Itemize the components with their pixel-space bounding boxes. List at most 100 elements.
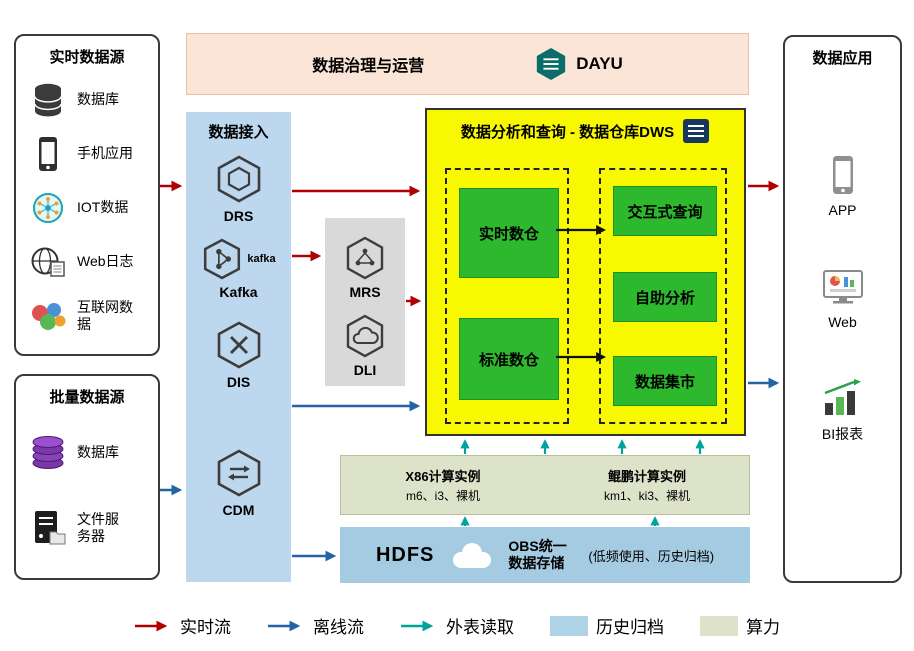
dws-header: 数据分析和查询 - 数据仓库DWS (427, 118, 744, 144)
data-mart: 数据集市 (613, 356, 717, 406)
dayu-product: DAYU (534, 46, 623, 82)
bi-chart-icon (821, 379, 865, 417)
obs-note: (低频使用、历史归档) (588, 548, 715, 564)
self-service-analysis: 自助分析 (613, 272, 717, 322)
source-item-iot: IOT数据 (16, 181, 158, 235)
standard-warehouse: 标准数仓 (459, 318, 559, 400)
obs-title: OBS统一数据存储 (508, 537, 567, 572)
source-item-label: 文件服务器 (77, 510, 119, 545)
x86-compute: X86计算实例 m6、i3、裸机 (341, 456, 545, 514)
web-log-icon (29, 246, 67, 278)
dis-icon (215, 320, 263, 370)
hdfs-label: HDFS (375, 543, 435, 566)
internet-data-icon (29, 301, 67, 331)
source-item-label: 手机应用 (77, 145, 133, 162)
source-item-label: 数据库 (77, 91, 119, 108)
compute-box: X86计算实例 m6、i3、裸机 鲲鹏计算实例 km1、ki3、裸机 (340, 455, 750, 515)
source-item-database: 数据库 (16, 73, 158, 127)
iot-icon (29, 191, 67, 225)
web-item: Web (785, 269, 900, 330)
x86-title: X86计算实例 (405, 469, 481, 484)
database-purple-icon (29, 435, 67, 471)
source-item-mobile: 手机应用 (16, 127, 158, 181)
legend-offline: 离线流 (267, 613, 364, 638)
legend-archive-swatch (550, 615, 588, 636)
realtime-sources-box: 实时数据源 数据库 手机应用 IOT数据 (14, 34, 160, 356)
batch-sources-title: 批量数据源 (49, 389, 125, 406)
dws-doc-icon (682, 118, 710, 144)
realtime-warehouse: 实时数仓 (459, 188, 559, 278)
source-item-fileserver: 文件服务器 (16, 489, 158, 567)
kunpeng-title: 鲲鹏计算实例 (607, 469, 686, 484)
bi-item: BI报表 (785, 379, 900, 444)
legend-archive-label: 历史归档 (596, 618, 664, 637)
drs-icon (215, 154, 263, 204)
legend-offline-arrow-icon (268, 620, 301, 631)
dws-service-group: 交互式查询 自助分析 数据集市 (599, 168, 727, 424)
obs-cloud-icon (448, 540, 494, 570)
ingestion-title: 数据接入 (208, 124, 269, 141)
governance-title: 数据治理与运营 (312, 58, 425, 75)
x86-subtitle: m6、i3、裸机 (405, 489, 480, 503)
mrs-label: MRS (349, 284, 381, 300)
realtime-warehouse-label: 实时数仓 (478, 225, 539, 243)
kafka-wordmark: kafka (247, 253, 276, 265)
kunpeng-subtitle: km1、ki3、裸机 (603, 489, 690, 503)
kafka-icon: kafka (201, 238, 276, 280)
dayu-icon (534, 46, 568, 82)
dws-title: 数据分析和查询 - 数据仓库DWS (460, 123, 675, 141)
service-dli: DLI (325, 314, 405, 378)
legend-offline-label: 离线流 (313, 618, 364, 637)
engines-box: MRS DLI (325, 218, 405, 386)
legend-compute-label: 算力 (746, 618, 780, 637)
source-item-label: Web日志 (77, 253, 134, 270)
interactive-query-label: 交互式查询 (627, 203, 703, 221)
database-icon (29, 82, 67, 118)
self-service-analysis-label: 自助分析 (634, 289, 695, 307)
legend-realtime: 实时流 (134, 613, 231, 638)
source-item-label: IOT数据 (77, 199, 129, 216)
standard-warehouse-label: 标准数仓 (478, 351, 539, 369)
service-kafka: kafka Kafka (186, 238, 291, 300)
bi-label: BI报表 (821, 426, 864, 442)
service-dis: DIS (186, 320, 291, 390)
mrs-icon (344, 236, 386, 280)
dis-label: DIS (226, 374, 251, 390)
drs-label: DRS (223, 208, 254, 224)
legend-external-arrow-icon (401, 620, 434, 631)
source-item-weblog: Web日志 (16, 235, 158, 289)
web-label: Web (828, 314, 857, 330)
dli-icon (344, 314, 386, 358)
legend-realtime-label: 实时流 (180, 618, 231, 637)
file-server-icon (29, 510, 67, 546)
service-cdm: CDM (186, 448, 291, 518)
batch-sources-box: 批量数据源 数据库 文件服务器 (14, 374, 160, 580)
dws-warehouse-group: 实时数仓 标准数仓 (445, 168, 569, 424)
kunpeng-compute: 鲲鹏计算实例 km1、ki3、裸机 (545, 456, 749, 514)
dws-box: 数据分析和查询 - 数据仓库DWS 实时数仓 标准数仓 交互式查询 自助分析 数… (425, 108, 746, 436)
apps-title: 数据应用 (812, 50, 873, 67)
legend-archive: 历史归档 (550, 613, 664, 638)
cdm-icon (215, 448, 263, 498)
apps-box: 数据应用 APP Web BI报表 (783, 35, 902, 583)
legend-external-label: 外表读取 (446, 618, 514, 637)
kafka-label: Kafka (219, 284, 258, 300)
ingestion-column: 数据接入 DRS kafka Kafka DIS CDM (186, 112, 291, 582)
legend: 实时流 离线流 外表读取 历史归档 算力 (0, 613, 914, 638)
service-mrs: MRS (325, 236, 405, 300)
realtime-sources-title: 实时数据源 (49, 49, 125, 66)
app-item: APP (785, 155, 900, 218)
cdm-label: CDM (222, 502, 255, 518)
storage-box: HDFS OBS统一数据存储 (低频使用、历史归档) (340, 527, 750, 583)
data-mart-label: 数据集市 (634, 373, 695, 391)
phone-icon (29, 136, 67, 172)
app-phone-icon (831, 155, 855, 195)
service-drs: DRS (186, 154, 291, 224)
source-item-internet: 互联网数据 (16, 289, 158, 343)
app-label: APP (828, 202, 857, 218)
legend-compute-swatch (700, 615, 738, 636)
interactive-query: 交互式查询 (613, 186, 717, 236)
legend-external: 外表读取 (400, 613, 514, 638)
source-item-label: 数据库 (77, 444, 119, 461)
